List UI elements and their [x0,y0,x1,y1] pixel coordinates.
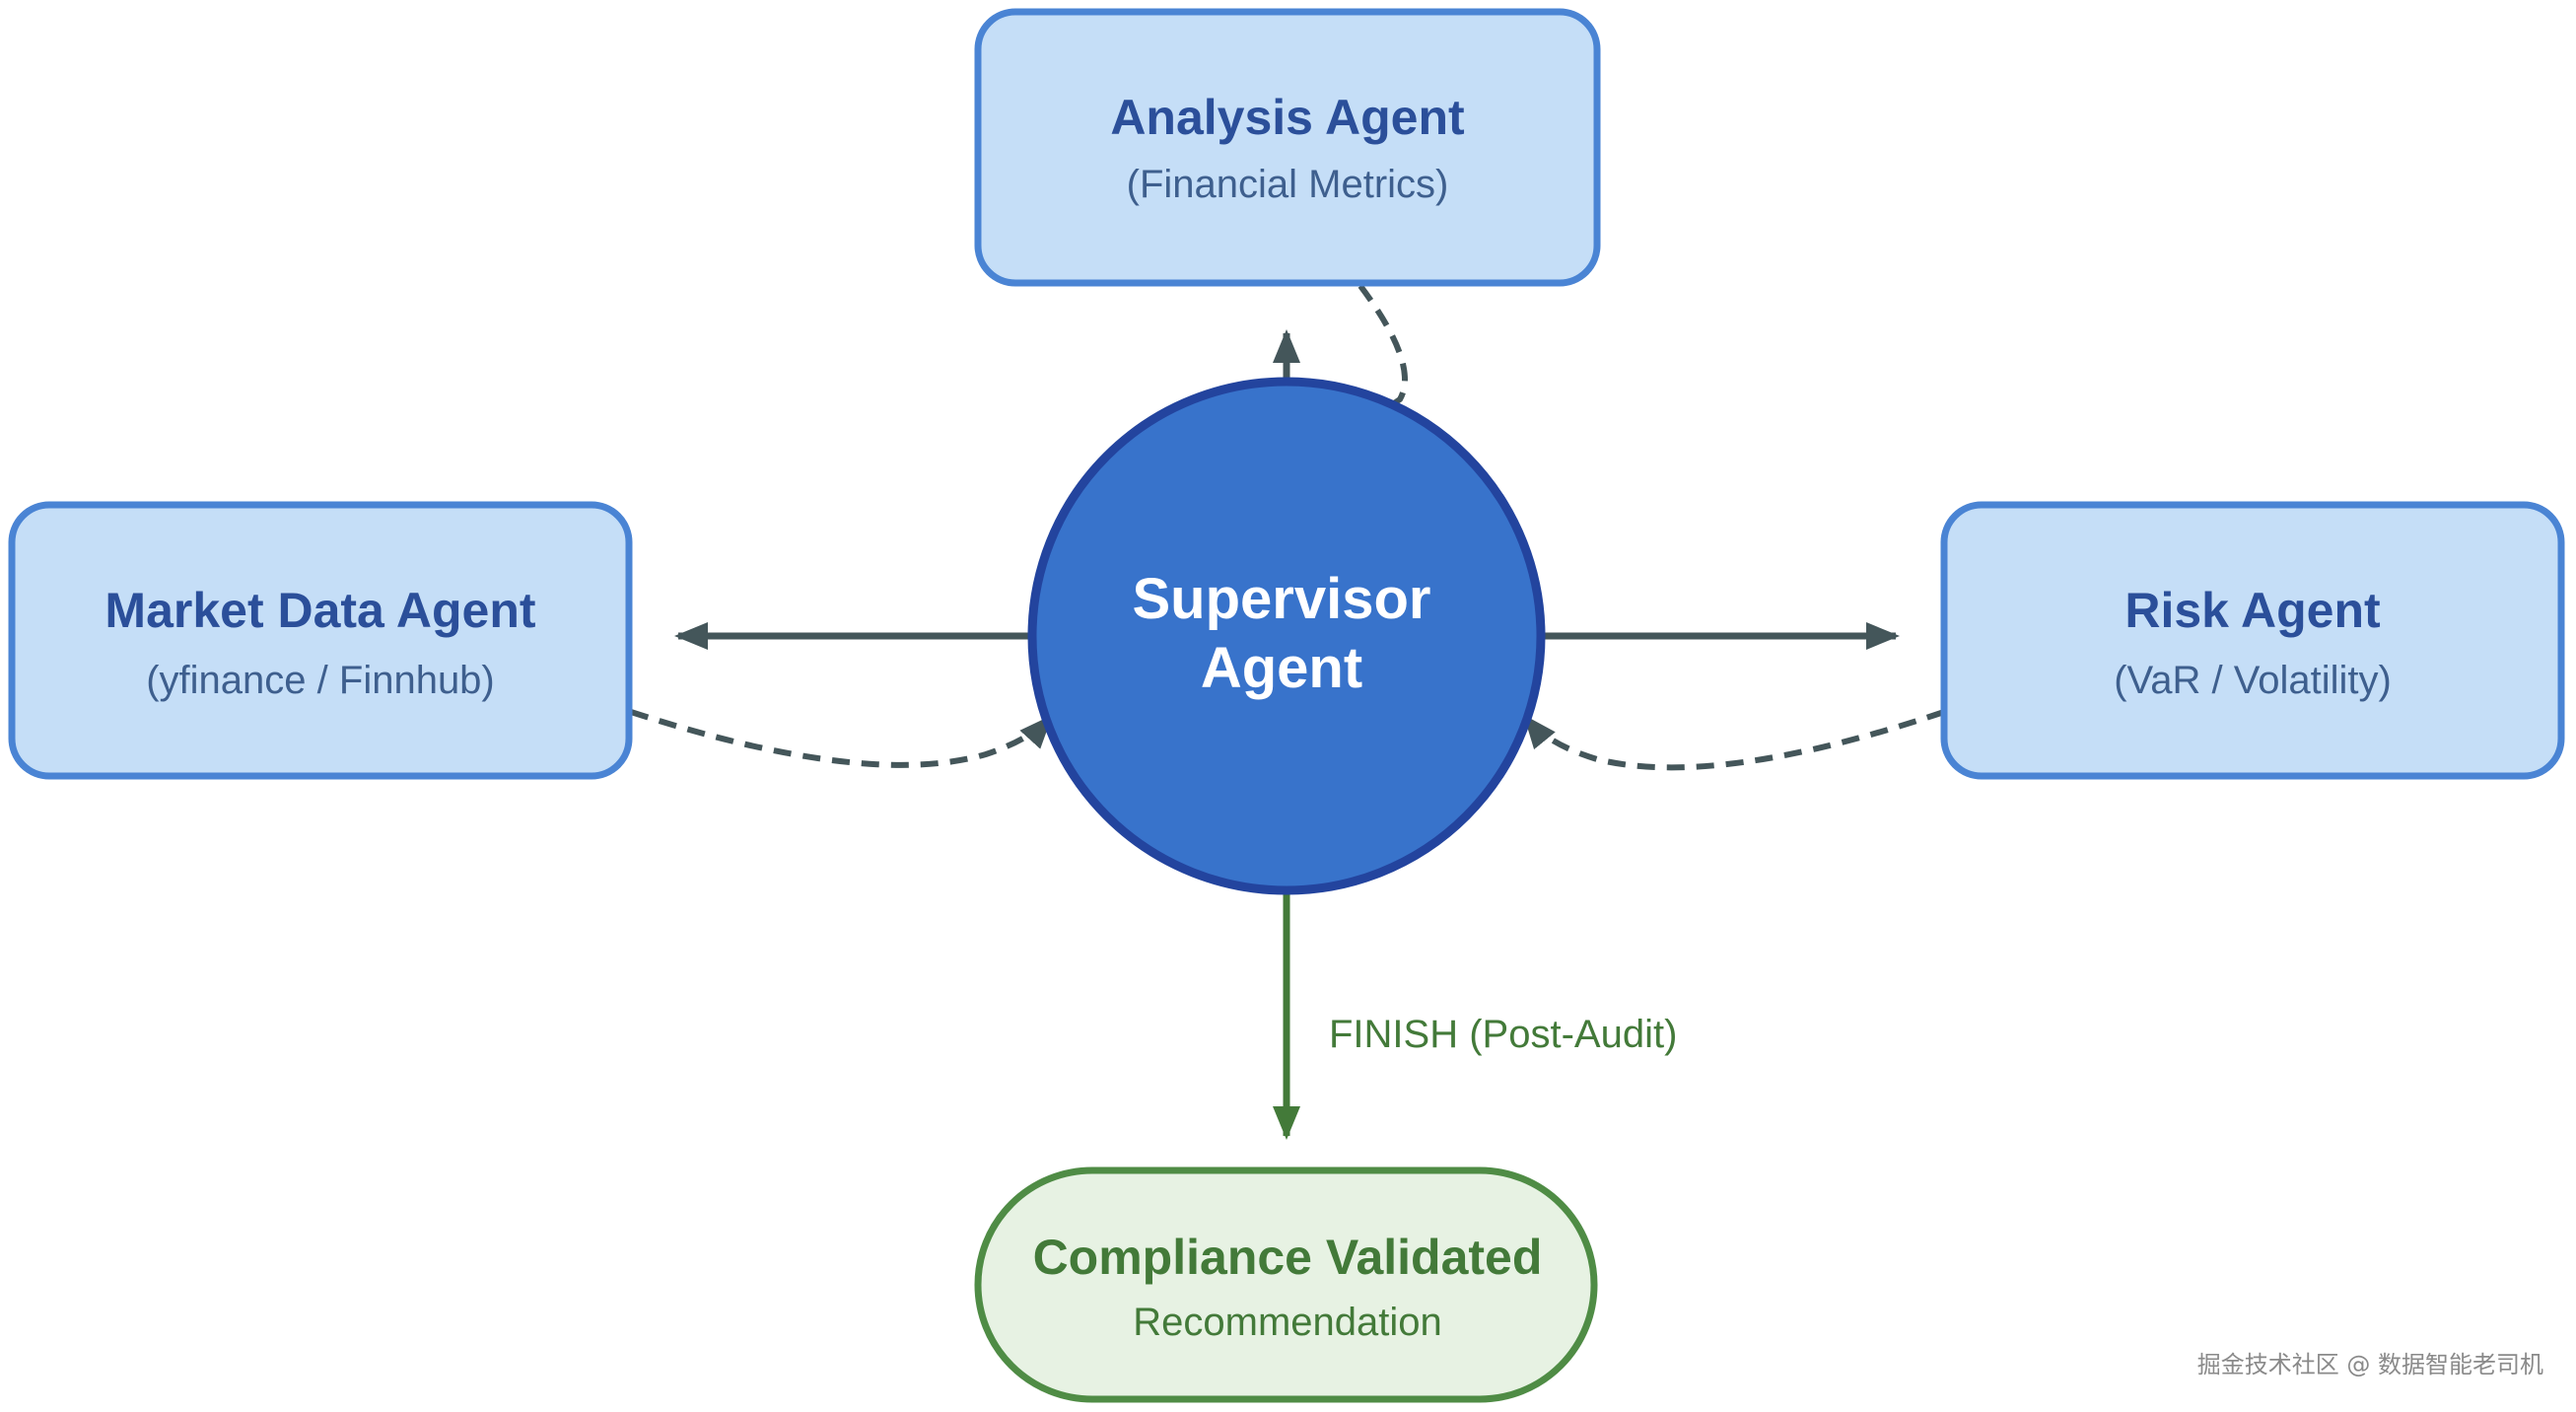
market-data-agent-node: Market Data Agent (yfinance / Finnhub) [8,501,633,780]
analysis-agent-title: Analysis Agent [1110,90,1465,145]
market-data-agent-box [8,501,633,780]
compliance-validated-title: Compliance Validated [1033,1230,1543,1285]
analysis-agent-box [974,8,1601,287]
finish-label: FINISH (Post-Audit) [1329,1013,1677,1056]
supervisor-agent-node: Supervisor Agent [1027,377,1546,895]
compliance-validated-subtitle: Recommendation [1133,1301,1442,1344]
supervisor-agent-circle [1027,377,1546,895]
analysis-agent-node: Analysis Agent (Financial Metrics) [974,8,1601,287]
risk-agent-box [1940,501,2565,780]
supervisor-agent-title-line2: Agent [1201,636,1362,700]
return-arrow-from-market [630,709,1053,768]
risk-agent-title: Risk Agent [2124,583,2381,638]
market-data-agent-subtitle: (yfinance / Finnhub) [146,659,495,702]
watermark-text: 掘金技术社区 @ 数据智能老司机 [2197,1351,2543,1378]
risk-agent-node: Risk Agent (VaR / Volatility) [1940,501,2565,780]
market-data-agent-title: Market Data Agent [104,583,535,638]
return-arrow-from-analysis [1358,284,1408,433]
supervisor-agent-title-line1: Supervisor [1133,567,1431,631]
compliance-validated-node: Compliance Validated Recommendation [974,1166,1598,1403]
compliance-validated-box [974,1166,1598,1403]
analysis-agent-subtitle: (Financial Metrics) [1127,163,1449,206]
return-arrow-from-risk [1523,709,1945,771]
risk-agent-subtitle: (VaR / Volatility) [2114,659,2392,702]
